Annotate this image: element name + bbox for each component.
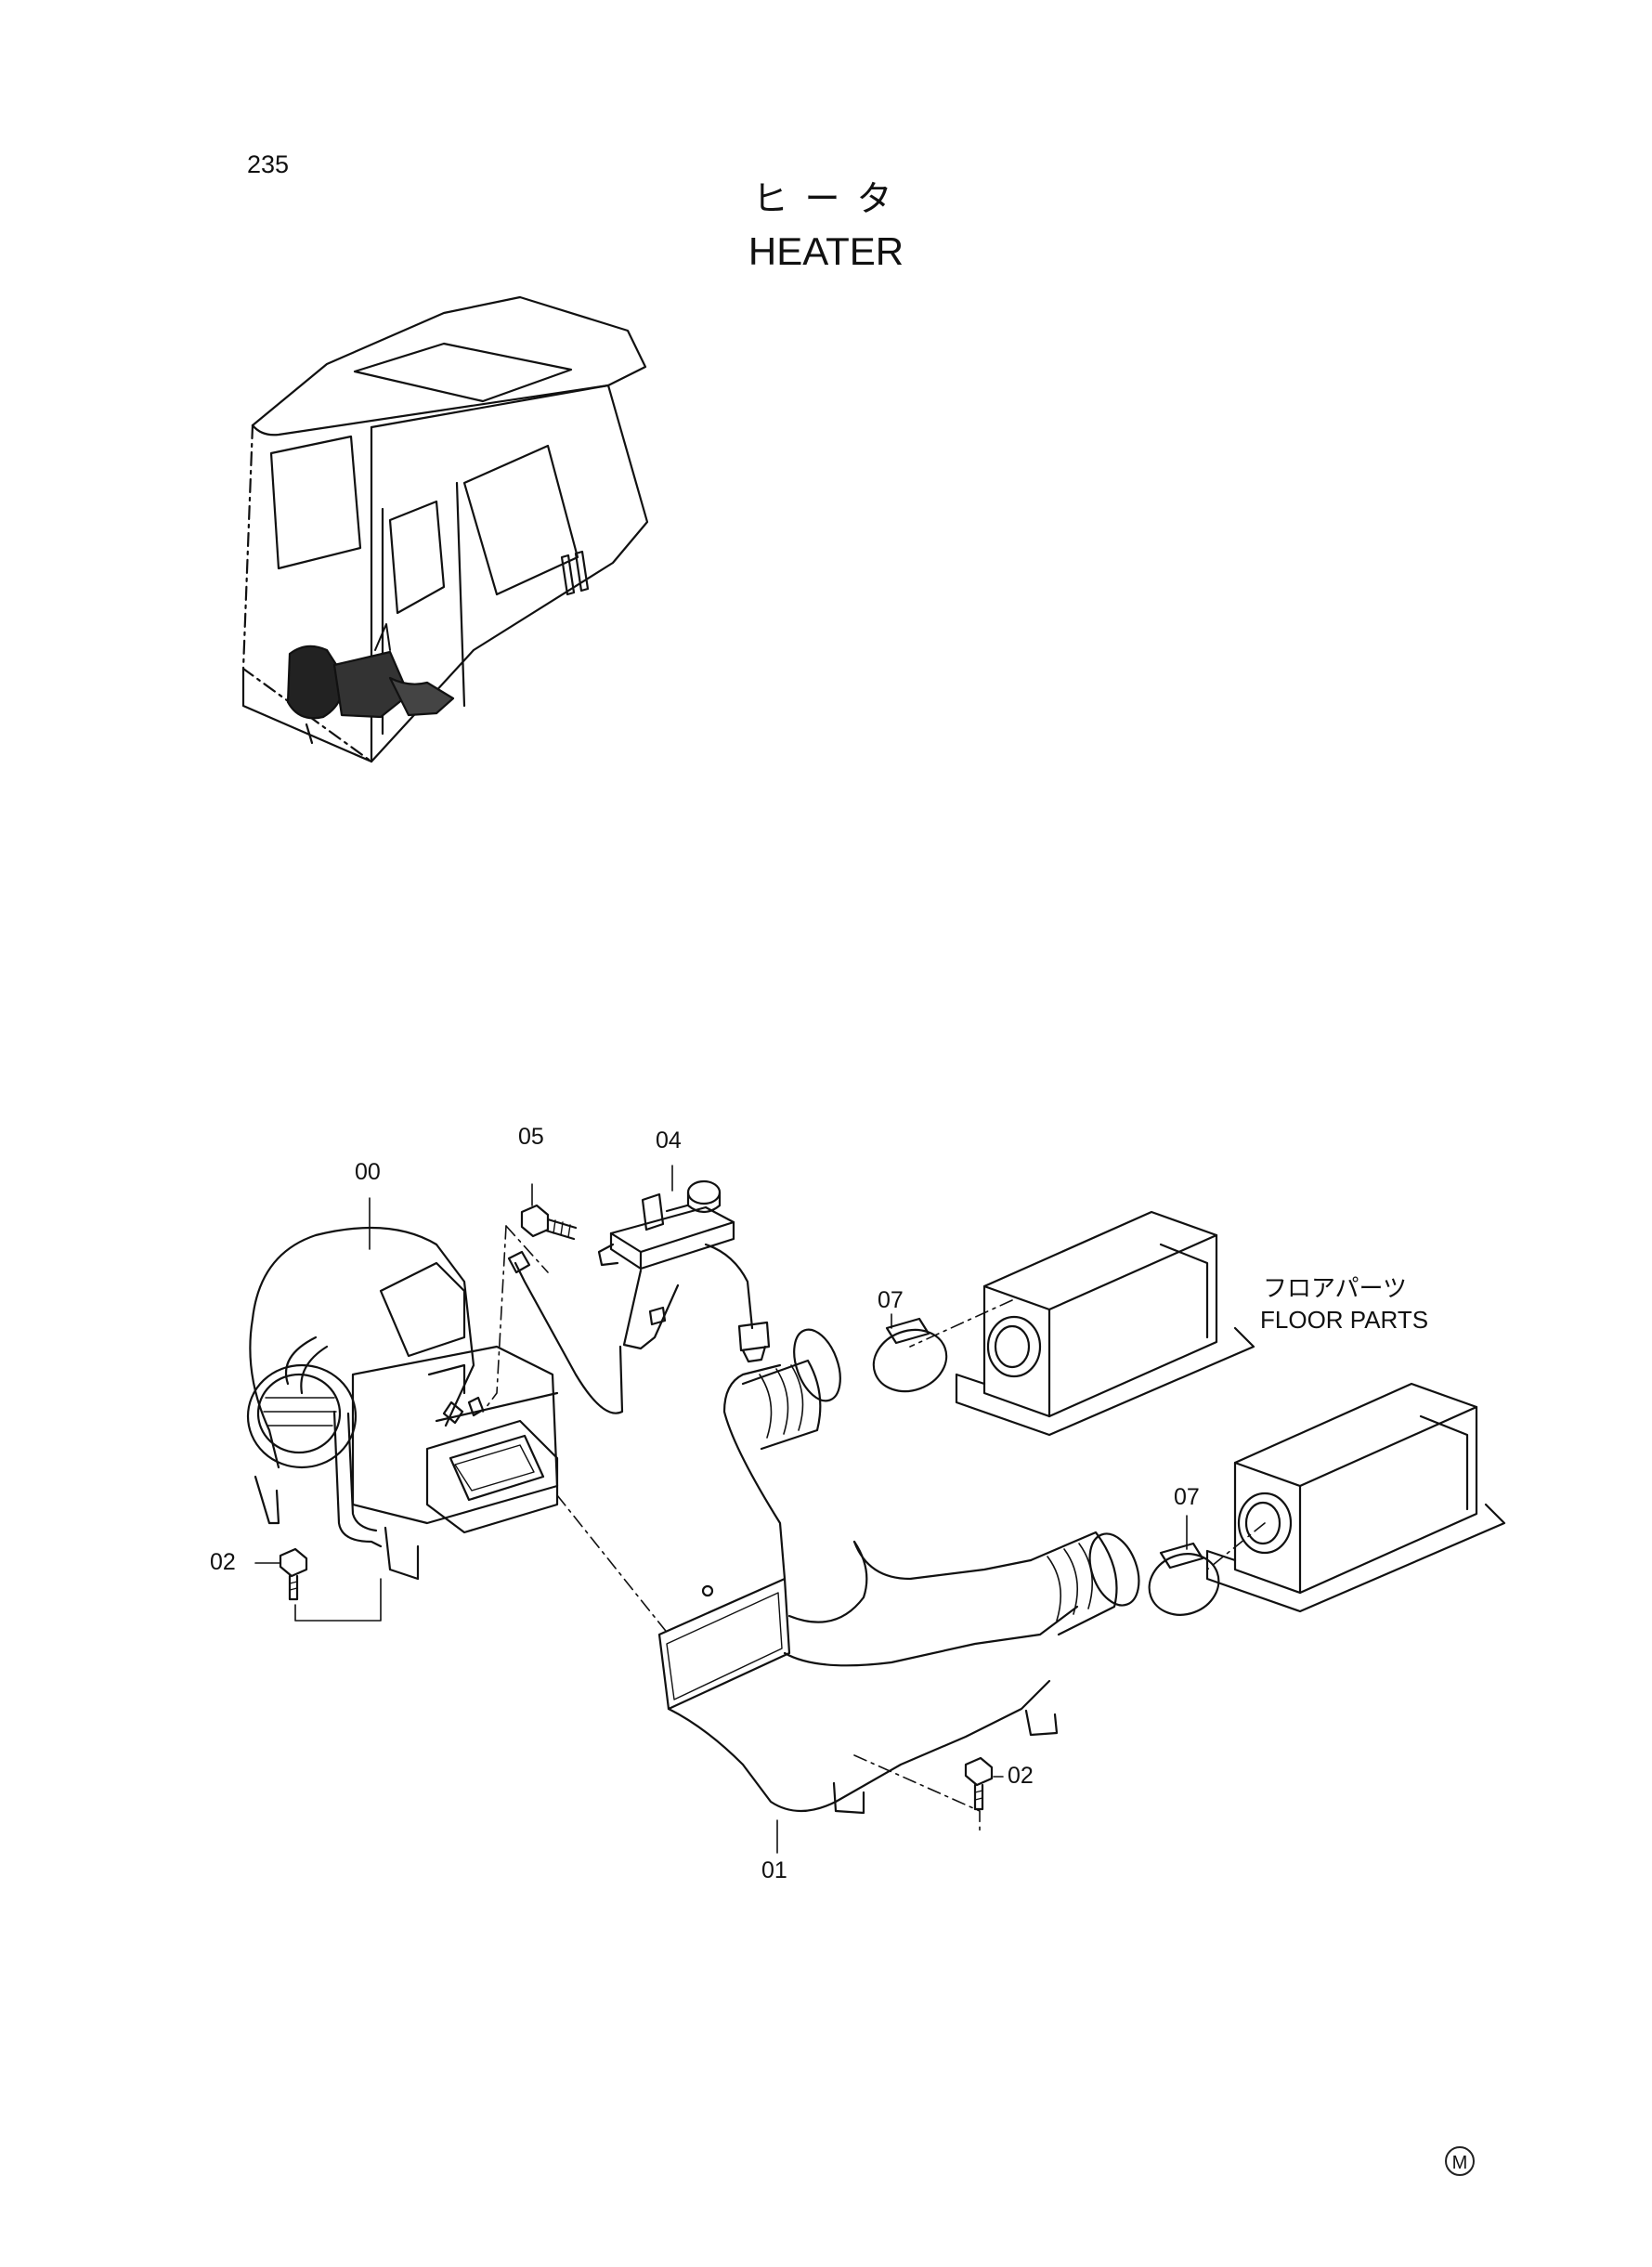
- floor-parts-label-english: FLOOR PARTS: [1260, 1306, 1429, 1334]
- page-number: 235: [247, 150, 290, 178]
- bolt-02-left: [279, 1547, 308, 1601]
- cab-overview-illustration: [241, 295, 649, 763]
- manufacturer-mark: M: [1445, 2146, 1475, 2176]
- callout-01: 01: [761, 1857, 787, 1883]
- callout-02-right: 02: [1008, 1763, 1034, 1789]
- title-japanese: ヒータ: [752, 180, 909, 219]
- callout-00: 00: [355, 1159, 381, 1185]
- callout-02-left: 02: [210, 1549, 236, 1575]
- leader-lines: [254, 1165, 1266, 1854]
- control-switch: [597, 1179, 771, 1363]
- callout-07-upper: 07: [878, 1287, 904, 1313]
- callout-04: 04: [656, 1127, 682, 1153]
- bolt-05: [520, 1204, 578, 1241]
- hose-clamp-upper: [872, 1317, 948, 1393]
- callout-07-lower: 07: [1174, 1484, 1200, 1510]
- callout-05: 05: [518, 1124, 544, 1150]
- floor-parts-label-japanese: フロアパーツ: [1263, 1274, 1407, 1302]
- title-english: HEATER: [748, 229, 904, 273]
- floor-part-upper: [955, 1210, 1255, 1437]
- floor-part-lower: [1205, 1382, 1506, 1613]
- heater-unit: [246, 1226, 559, 1581]
- bolt-02-right: [964, 1756, 994, 1811]
- control-cable: [514, 1261, 624, 1414]
- duct: [657, 1328, 1140, 1815]
- hose-clamp-lower: [1148, 1542, 1220, 1616]
